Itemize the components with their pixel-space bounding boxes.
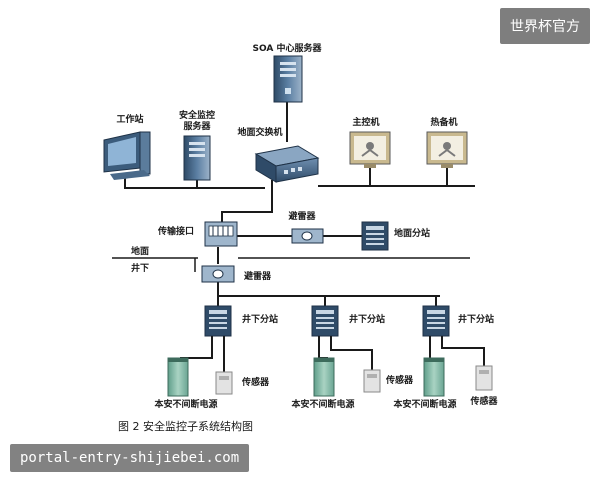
ground-label: 地面 <box>131 245 149 257</box>
ground-substation-icon <box>361 221 389 251</box>
monitor-server-label-2: 服务器 <box>183 120 211 132</box>
workstation-label: 工作站 <box>116 113 143 125</box>
connection-lines <box>124 102 475 306</box>
underground-substation-2 <box>311 305 339 337</box>
sensor-2-icon <box>363 369 381 393</box>
arrester-top-icon <box>291 228 324 244</box>
ground-switch-label: 地面交换机 <box>237 126 282 138</box>
ground-underground-separator <box>112 257 470 272</box>
sensor-label-3: 传感器 <box>469 395 498 407</box>
soa-center-server <box>273 55 303 103</box>
monitor-server-label-1: 安全监控 <box>179 109 215 121</box>
arrester-top-label: 避雷器 <box>288 210 316 222</box>
underground-substation-1 <box>204 305 232 337</box>
underground-substation-label-1: 井下分站 <box>242 313 278 325</box>
sensor-3-icon <box>475 365 493 391</box>
sensor-label-2: 传感器 <box>385 374 414 386</box>
arrester-bottom-label: 避雷器 <box>244 270 272 282</box>
workstation-icon <box>103 131 151 180</box>
source-badge: 世界杯官方 <box>500 8 590 44</box>
underground-substation-label-2: 井下分站 <box>349 313 385 325</box>
underground-substation-label-3: 井下分站 <box>458 313 494 325</box>
hot-standby-computer-icon <box>426 131 468 168</box>
ups-label-2: 本安不间断电源 <box>291 398 354 410</box>
underground-substation-3 <box>422 305 450 337</box>
monitor-server-icon <box>183 135 211 181</box>
soa-server-label: SOA 中心服务器 <box>253 42 323 54</box>
transfer-port-icon <box>204 221 238 247</box>
master-computer-icon <box>349 131 391 168</box>
figure-caption: 图 2 安全监控子系统结构图 <box>118 419 253 433</box>
ups-label-1: 本安不间断电源 <box>154 398 217 410</box>
ups-3-icon <box>423 357 445 397</box>
ups-label-3: 本安不间断电源 <box>393 398 456 410</box>
ups-2-icon <box>313 357 335 397</box>
site-watermark: portal-entry-shijiebei.com <box>10 444 250 472</box>
ups-1-icon <box>167 357 189 397</box>
ground-substation-label: 地面分站 <box>394 227 430 239</box>
arrester-bottom-icon <box>201 265 235 283</box>
transfer-port-label: 传输接口 <box>157 225 194 237</box>
master-label: 主控机 <box>352 116 379 128</box>
sensor-1-icon <box>215 371 233 395</box>
ground-switch-icon <box>254 145 320 183</box>
hot-standby-label: 热备机 <box>430 116 457 128</box>
sensor-label-1: 传感器 <box>241 376 270 388</box>
underground-label: 井下 <box>131 262 149 274</box>
